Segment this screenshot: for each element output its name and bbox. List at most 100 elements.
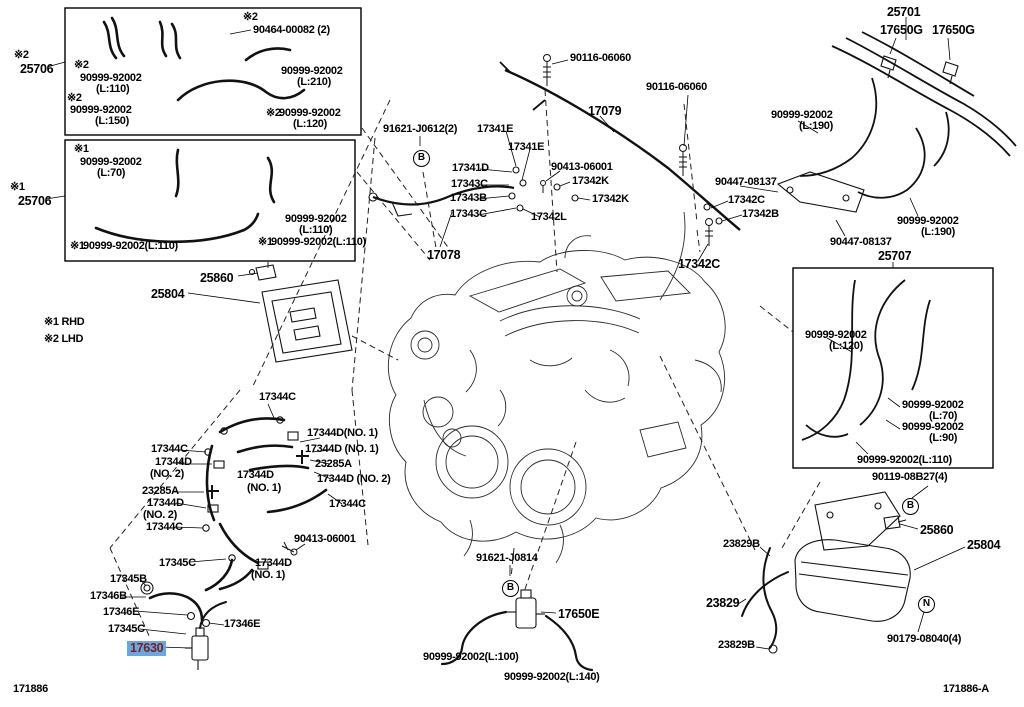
part-label[interactable]: 17344C [259,391,296,403]
part-label[interactable]: 25804 [151,287,185,301]
part-label[interactable]: 25706 [20,62,54,76]
part-label[interactable]: 90999-92002 [902,421,964,433]
part-label[interactable]: ※1 [74,143,89,155]
part-label[interactable]: 17341E [508,141,545,153]
part-label[interactable]: 90464-00082 (2) [253,24,330,36]
part-label[interactable]: 17342K [592,193,629,205]
part-label[interactable]: (L:120) [829,340,863,352]
part-label[interactable]: 17344D [237,469,274,481]
part-label[interactable]: 17342L [531,211,567,223]
part-label[interactable]: 17344C [151,443,188,455]
part-label[interactable]: 17341E [477,123,514,135]
part-label[interactable]: (L:70) [929,410,958,422]
part-label[interactable]: 17342B [742,208,779,220]
part-label[interactable]: 90999-92002(L:110) [857,454,952,466]
part-label[interactable]: 17341D [452,162,489,174]
part-label[interactable]: 90999-92002(L:110) [271,236,366,248]
part-label[interactable]: 91621-J0814 [476,552,538,564]
part-label[interactable]: 25706 [18,194,52,208]
part-label[interactable]: (L:120) [293,118,327,130]
part-label[interactable]: 90999-92002 [771,109,833,121]
part-label[interactable]: ※2 [14,49,29,61]
part-label[interactable]: (NO. 1) [247,482,281,494]
part-label[interactable]: 25707 [878,249,912,263]
part-label[interactable]: 17343C [451,178,488,190]
part-label[interactable]: 17342C [678,257,720,271]
part-label[interactable]: 90999-92002 [285,213,347,225]
part-label[interactable]: ※2 [67,92,82,104]
part-label[interactable]: 25860 [920,523,954,537]
part-label[interactable]: (L:90) [929,432,958,444]
part-label[interactable]: 25804 [967,538,1001,552]
part-label[interactable]: 17344C [329,498,366,510]
part-label[interactable]: 17344D [147,497,184,509]
part-label[interactable]: 90413-06001 [294,533,356,545]
part-label[interactable]: 90447-08137 [715,176,777,188]
pipe-lines [372,31,1017,441]
part-label[interactable]: 90119-08B27(4) [872,471,948,483]
part-label[interactable]: 90999-92002 [897,215,959,227]
part-label[interactable]: ※2 [266,107,281,119]
part-label[interactable]: 90999-92002 [805,329,867,341]
part-label[interactable]: 90999-92002 [80,156,142,168]
part-label[interactable]: 17344D [155,456,192,468]
part-label[interactable]: 91621-J0612(2) [383,123,458,135]
part-label[interactable]: 23285A [315,458,352,470]
part-label[interactable]: 17650G [880,23,923,37]
part-label[interactable]: (NO. 1) [251,569,285,581]
part-label[interactable]: ※1 [70,240,85,252]
part-label[interactable]: 17344C [146,521,183,533]
part-label[interactable]: 90999-92002(L:100) [423,651,519,663]
part-label[interactable]: 90116-06060 [646,81,707,93]
part-label[interactable]: 25860 [200,271,234,285]
part-label[interactable]: 17343B [450,192,487,204]
part-label[interactable]: 17344D [255,557,292,569]
part-label[interactable]: (L:210) [297,76,331,88]
part-label[interactable]: 90999-92002(L:110) [83,240,178,252]
part-label[interactable]: (L:110) [96,83,130,95]
part-label[interactable]: 90999-92002 [80,72,142,84]
part-label[interactable]: 17344D (NO. 1) [305,443,379,455]
part-label[interactable]: 17345C [108,623,145,635]
part-label[interactable]: 17343C [450,208,487,220]
part-label[interactable]: 17650E [558,607,600,621]
part-label[interactable]: 17342C [728,194,765,206]
part-label[interactable]: 17345C [159,557,196,569]
part-label[interactable]: 90999-92002 [70,104,132,116]
part-label[interactable]: 17346B [90,590,127,602]
part-label[interactable]: (L:70) [97,167,126,179]
part-label[interactable]: 23829B [723,538,760,550]
part-label[interactable]: (L:110) [299,224,333,236]
part-label[interactable]: 17344D(NO. 1) [307,427,378,439]
part-label[interactable]: 17342K [572,175,609,187]
part-label[interactable]: (L:150) [95,115,129,127]
part-label[interactable]: 25701 [887,5,921,19]
part-label[interactable]: ※2 [74,59,89,71]
part-label[interactable]: 90116-06060 [570,52,631,64]
part-label[interactable]: (L:190) [799,120,833,132]
part-label[interactable]: 17346E [103,606,140,618]
part-label[interactable]: 23829 [706,596,740,610]
part-label[interactable]: 90999-92002 [902,399,964,411]
part-label[interactable]: 17346E [224,618,261,630]
part-label[interactable]: 23285A [142,485,179,497]
part-label[interactable]: 90447-08137 [830,236,892,248]
part-label[interactable]: 23829B [718,639,755,651]
part-label[interactable]: 17345B [110,573,147,585]
highlighted-part-17630[interactable]: 17630 [127,641,167,656]
part-label[interactable]: (L:190) [921,226,955,238]
part-label[interactable]: ※1 [258,236,273,248]
part-label[interactable]: 17344D (NO. 2) [317,473,391,485]
part-label[interactable]: ※2 [243,11,258,23]
part-label[interactable]: 90999-92002 [281,65,343,77]
part-label[interactable]: (NO. 2) [150,468,184,480]
part-label[interactable]: ※1 [10,181,25,193]
part-label[interactable]: (NO. 2) [143,509,177,521]
part-label[interactable]: 17078 [427,248,461,262]
part-label[interactable]: 90999-92002(L:140) [504,671,600,683]
part-label[interactable]: 90179-08040(4) [887,633,962,645]
part-label[interactable]: 90999-92002 [279,107,341,119]
part-label[interactable]: 90413-06001 [551,161,613,173]
part-label[interactable]: 17650G [932,23,975,37]
part-label[interactable]: 17079 [588,104,622,118]
